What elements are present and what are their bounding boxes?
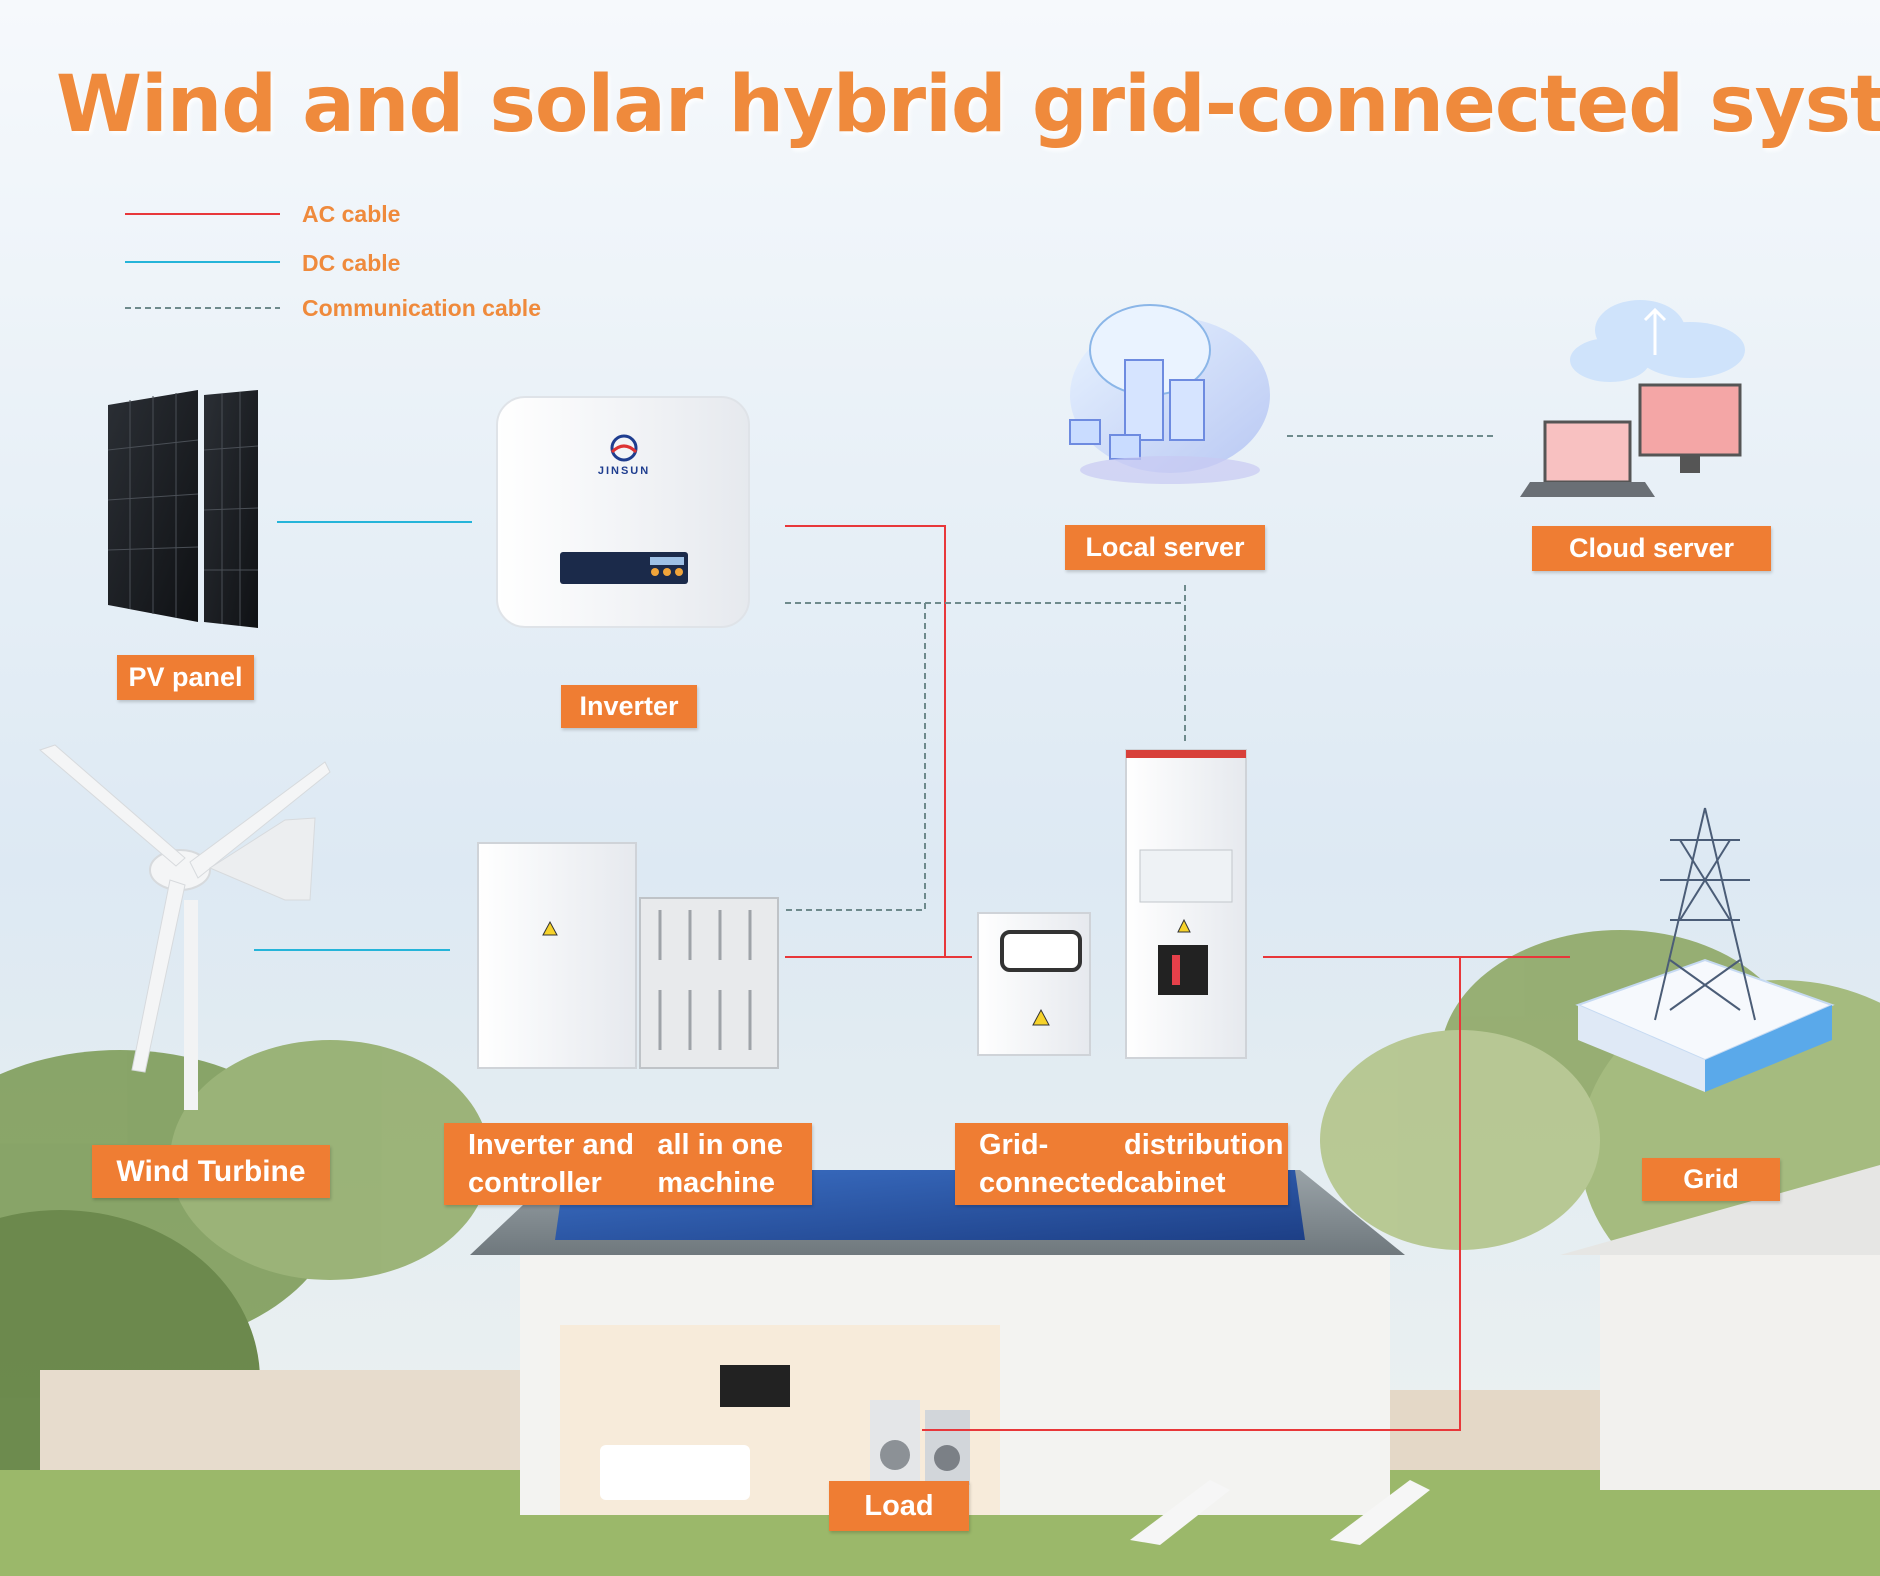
- legend-dc-label: DC cable: [302, 250, 401, 276]
- cloud-server-illustration: [1520, 300, 1745, 497]
- all-in-one-label-line-2: all in one machine: [657, 1129, 784, 1199]
- ac-cables: [785, 525, 1570, 1431]
- ac-cable-inverter-to-cabinet: [785, 525, 972, 958]
- pv-panel-label: PV panel: [117, 655, 254, 700]
- pv-panel-illustration: [107, 390, 259, 628]
- grid-label: Grid: [1642, 1158, 1780, 1201]
- load-label: Load: [829, 1481, 969, 1531]
- wind-turbine-illustration: [39, 744, 331, 1110]
- patio-chairs: [1130, 1480, 1430, 1545]
- grid-tower-illustration: [1575, 807, 1835, 1092]
- wind-turbine-label: Wind Turbine: [92, 1145, 330, 1198]
- distribution-cabinet-illustration: [977, 749, 1247, 1059]
- all-in-one-label-line-1: Inverter and controller: [468, 1129, 634, 1199]
- inverter-brand-text: JINSUN: [598, 465, 650, 477]
- communication-cables: [785, 435, 1497, 911]
- legend-swatches: [125, 213, 280, 309]
- all-in-one-illustration: [477, 842, 779, 1069]
- legend-ac-label: AC cable: [302, 201, 401, 227]
- page-title: Wind and solar hybrid grid-connected sys…: [56, 60, 1880, 150]
- legend-comm-label: Communication cable: [302, 295, 541, 321]
- local-server-label: Local server: [1065, 525, 1265, 570]
- cloud-server-label: Cloud server: [1532, 526, 1771, 571]
- dc-cables: [254, 521, 472, 951]
- inverter-illustration: JINSUN: [496, 396, 750, 628]
- cabinet-label-line-1: Grid-connected: [979, 1129, 1125, 1199]
- comm-cable-machine: [785, 603, 926, 911]
- local-server-illustration: [1069, 304, 1270, 484]
- cabinet-label-line-2: distribution cabinet: [1124, 1129, 1284, 1199]
- all-in-one-label: Inverter and controller all in one machi…: [444, 1123, 812, 1205]
- cabinet-label: Grid-connected distribution cabinet: [955, 1123, 1288, 1205]
- ac-cable-grid-to-load: [922, 957, 1461, 1431]
- inverter-label: Inverter: [561, 685, 697, 728]
